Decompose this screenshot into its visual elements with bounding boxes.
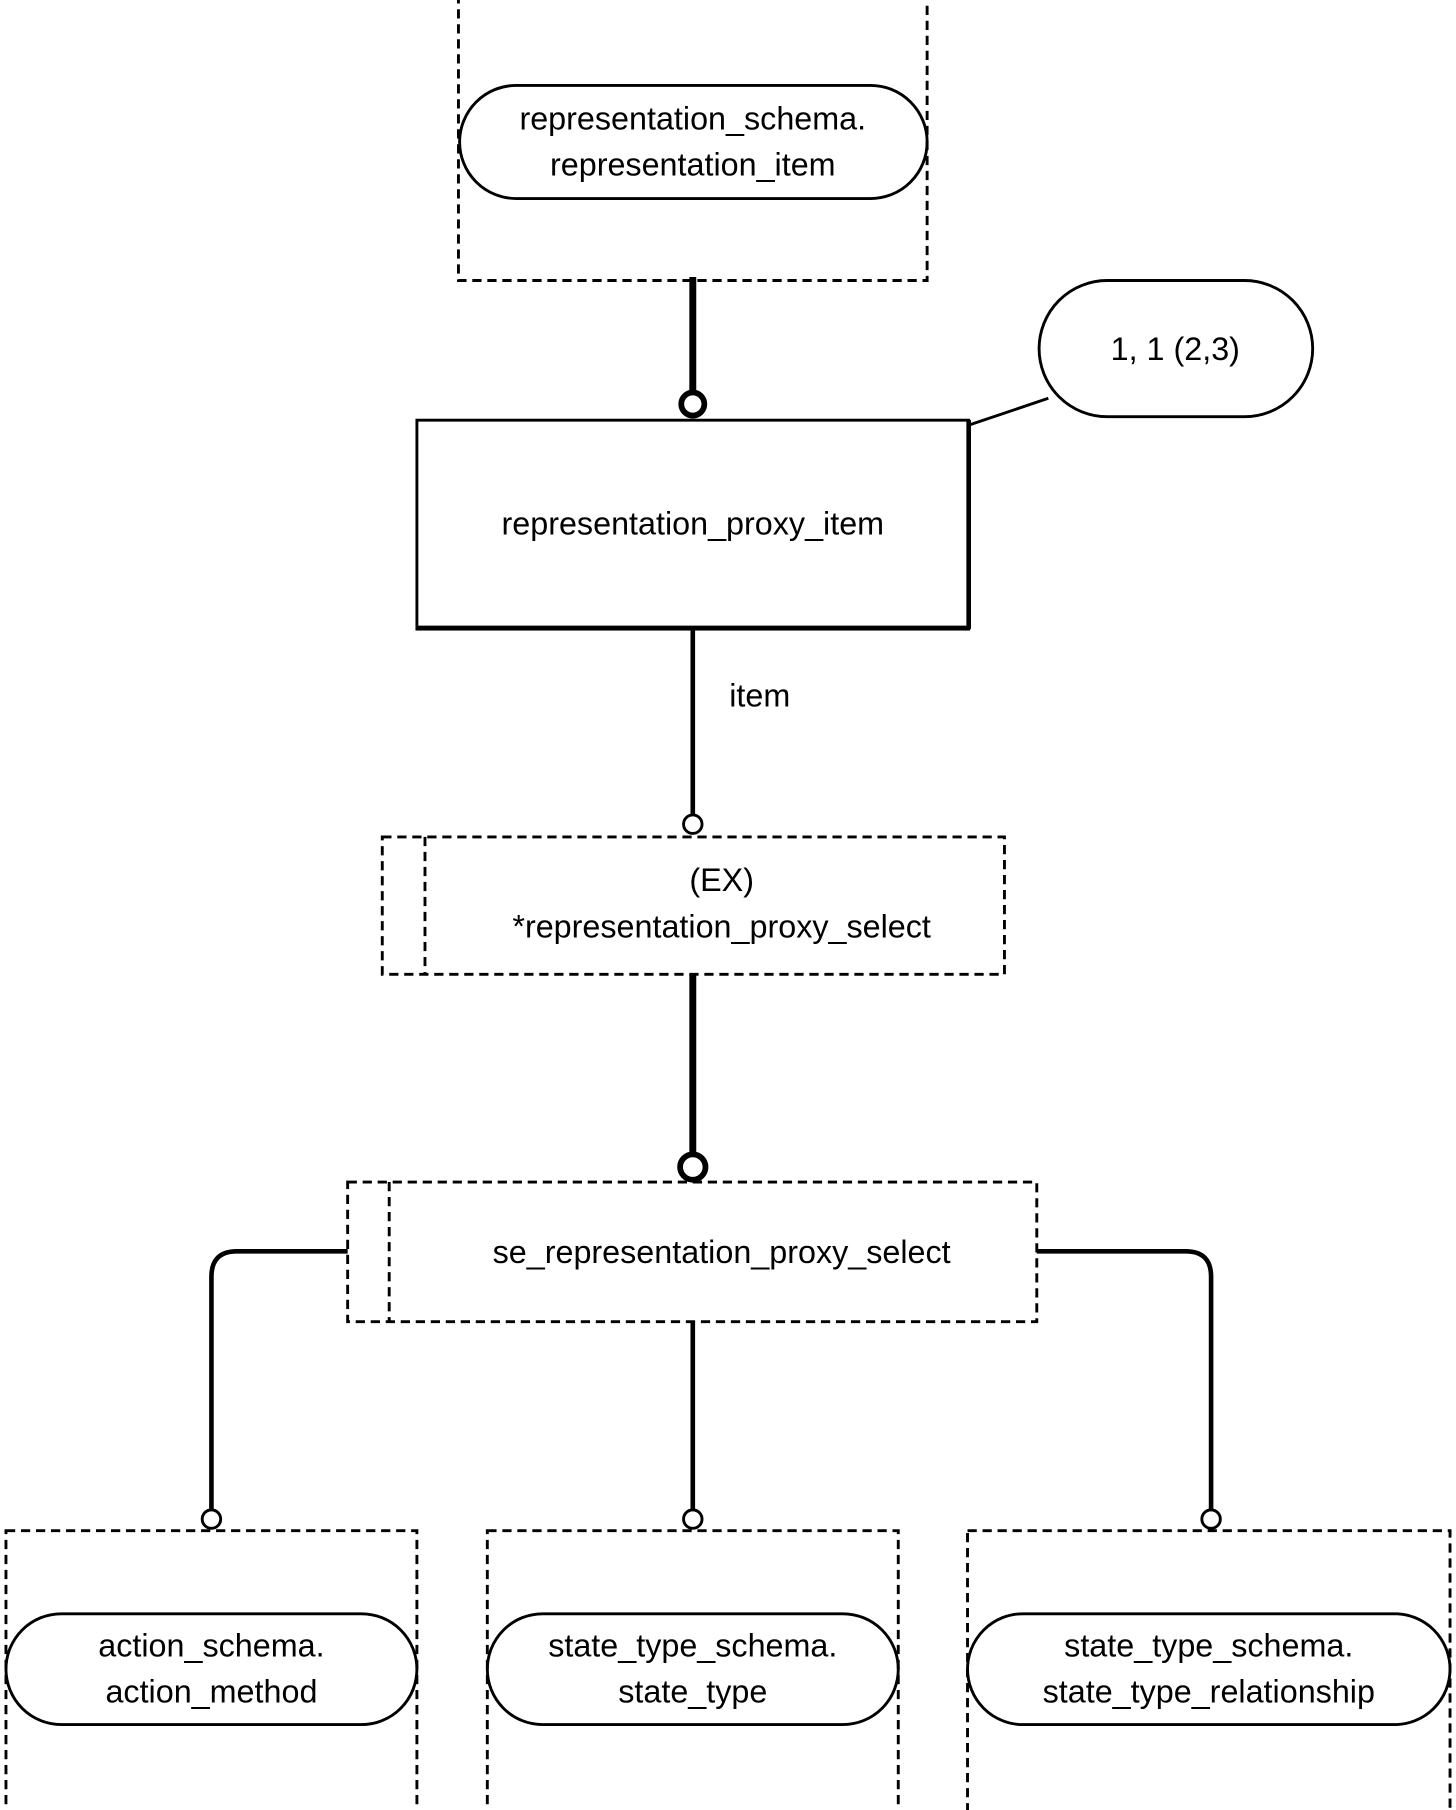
ref-line1: action_schema. bbox=[98, 1627, 324, 1663]
ref-box-action-method: action_schema. action_method bbox=[4, 1529, 419, 1810]
branch-line-left bbox=[209, 1248, 348, 1510]
top-reference-box: representation_schema. representation_it… bbox=[457, 0, 929, 282]
ref-box-state-type: state_type_schema. state_type bbox=[485, 1529, 900, 1810]
ex-select-box: (EX) *representation_proxy_select bbox=[380, 835, 1006, 976]
ref-line2: action_method bbox=[105, 1674, 317, 1710]
thick-circle-connector bbox=[677, 1151, 709, 1183]
cardinality-note: 1, 1 (2,3) bbox=[969, 279, 1315, 427]
se-select-name: se_representation_proxy_select bbox=[493, 1234, 951, 1270]
ref-line1: state_type_schema. bbox=[548, 1627, 837, 1663]
entity-box: representation_proxy_item bbox=[415, 418, 971, 631]
ref-line1: state_type_schema. bbox=[1064, 1627, 1353, 1663]
se-select-box: se_representation_proxy_select bbox=[346, 1180, 1039, 1324]
ref-line2: state_type bbox=[618, 1674, 767, 1710]
thick-circle-connector bbox=[678, 389, 708, 419]
open-circle-connector bbox=[682, 813, 704, 835]
cardinality-text: 1, 1 (2,3) bbox=[1111, 331, 1240, 367]
branch-line-right bbox=[1036, 1248, 1214, 1510]
open-circle-connector bbox=[200, 1508, 223, 1530]
top-ref-line1: representation_schema. bbox=[519, 100, 866, 136]
entity-name: representation_proxy_item bbox=[502, 505, 885, 541]
ex-select-line1: (EX) bbox=[689, 862, 754, 898]
ref-line2: state_type_relationship bbox=[1043, 1674, 1375, 1710]
open-circle-connector bbox=[682, 1508, 704, 1530]
ref-box-state-type-relationship: state_type_schema. state_type_relationsh… bbox=[966, 1529, 1452, 1810]
attribute-label: item bbox=[729, 677, 790, 713]
ex-select-line2: *representation_proxy_select bbox=[512, 908, 931, 944]
open-circle-connector bbox=[1200, 1508, 1222, 1530]
top-ref-line2: representation_item bbox=[550, 146, 836, 182]
